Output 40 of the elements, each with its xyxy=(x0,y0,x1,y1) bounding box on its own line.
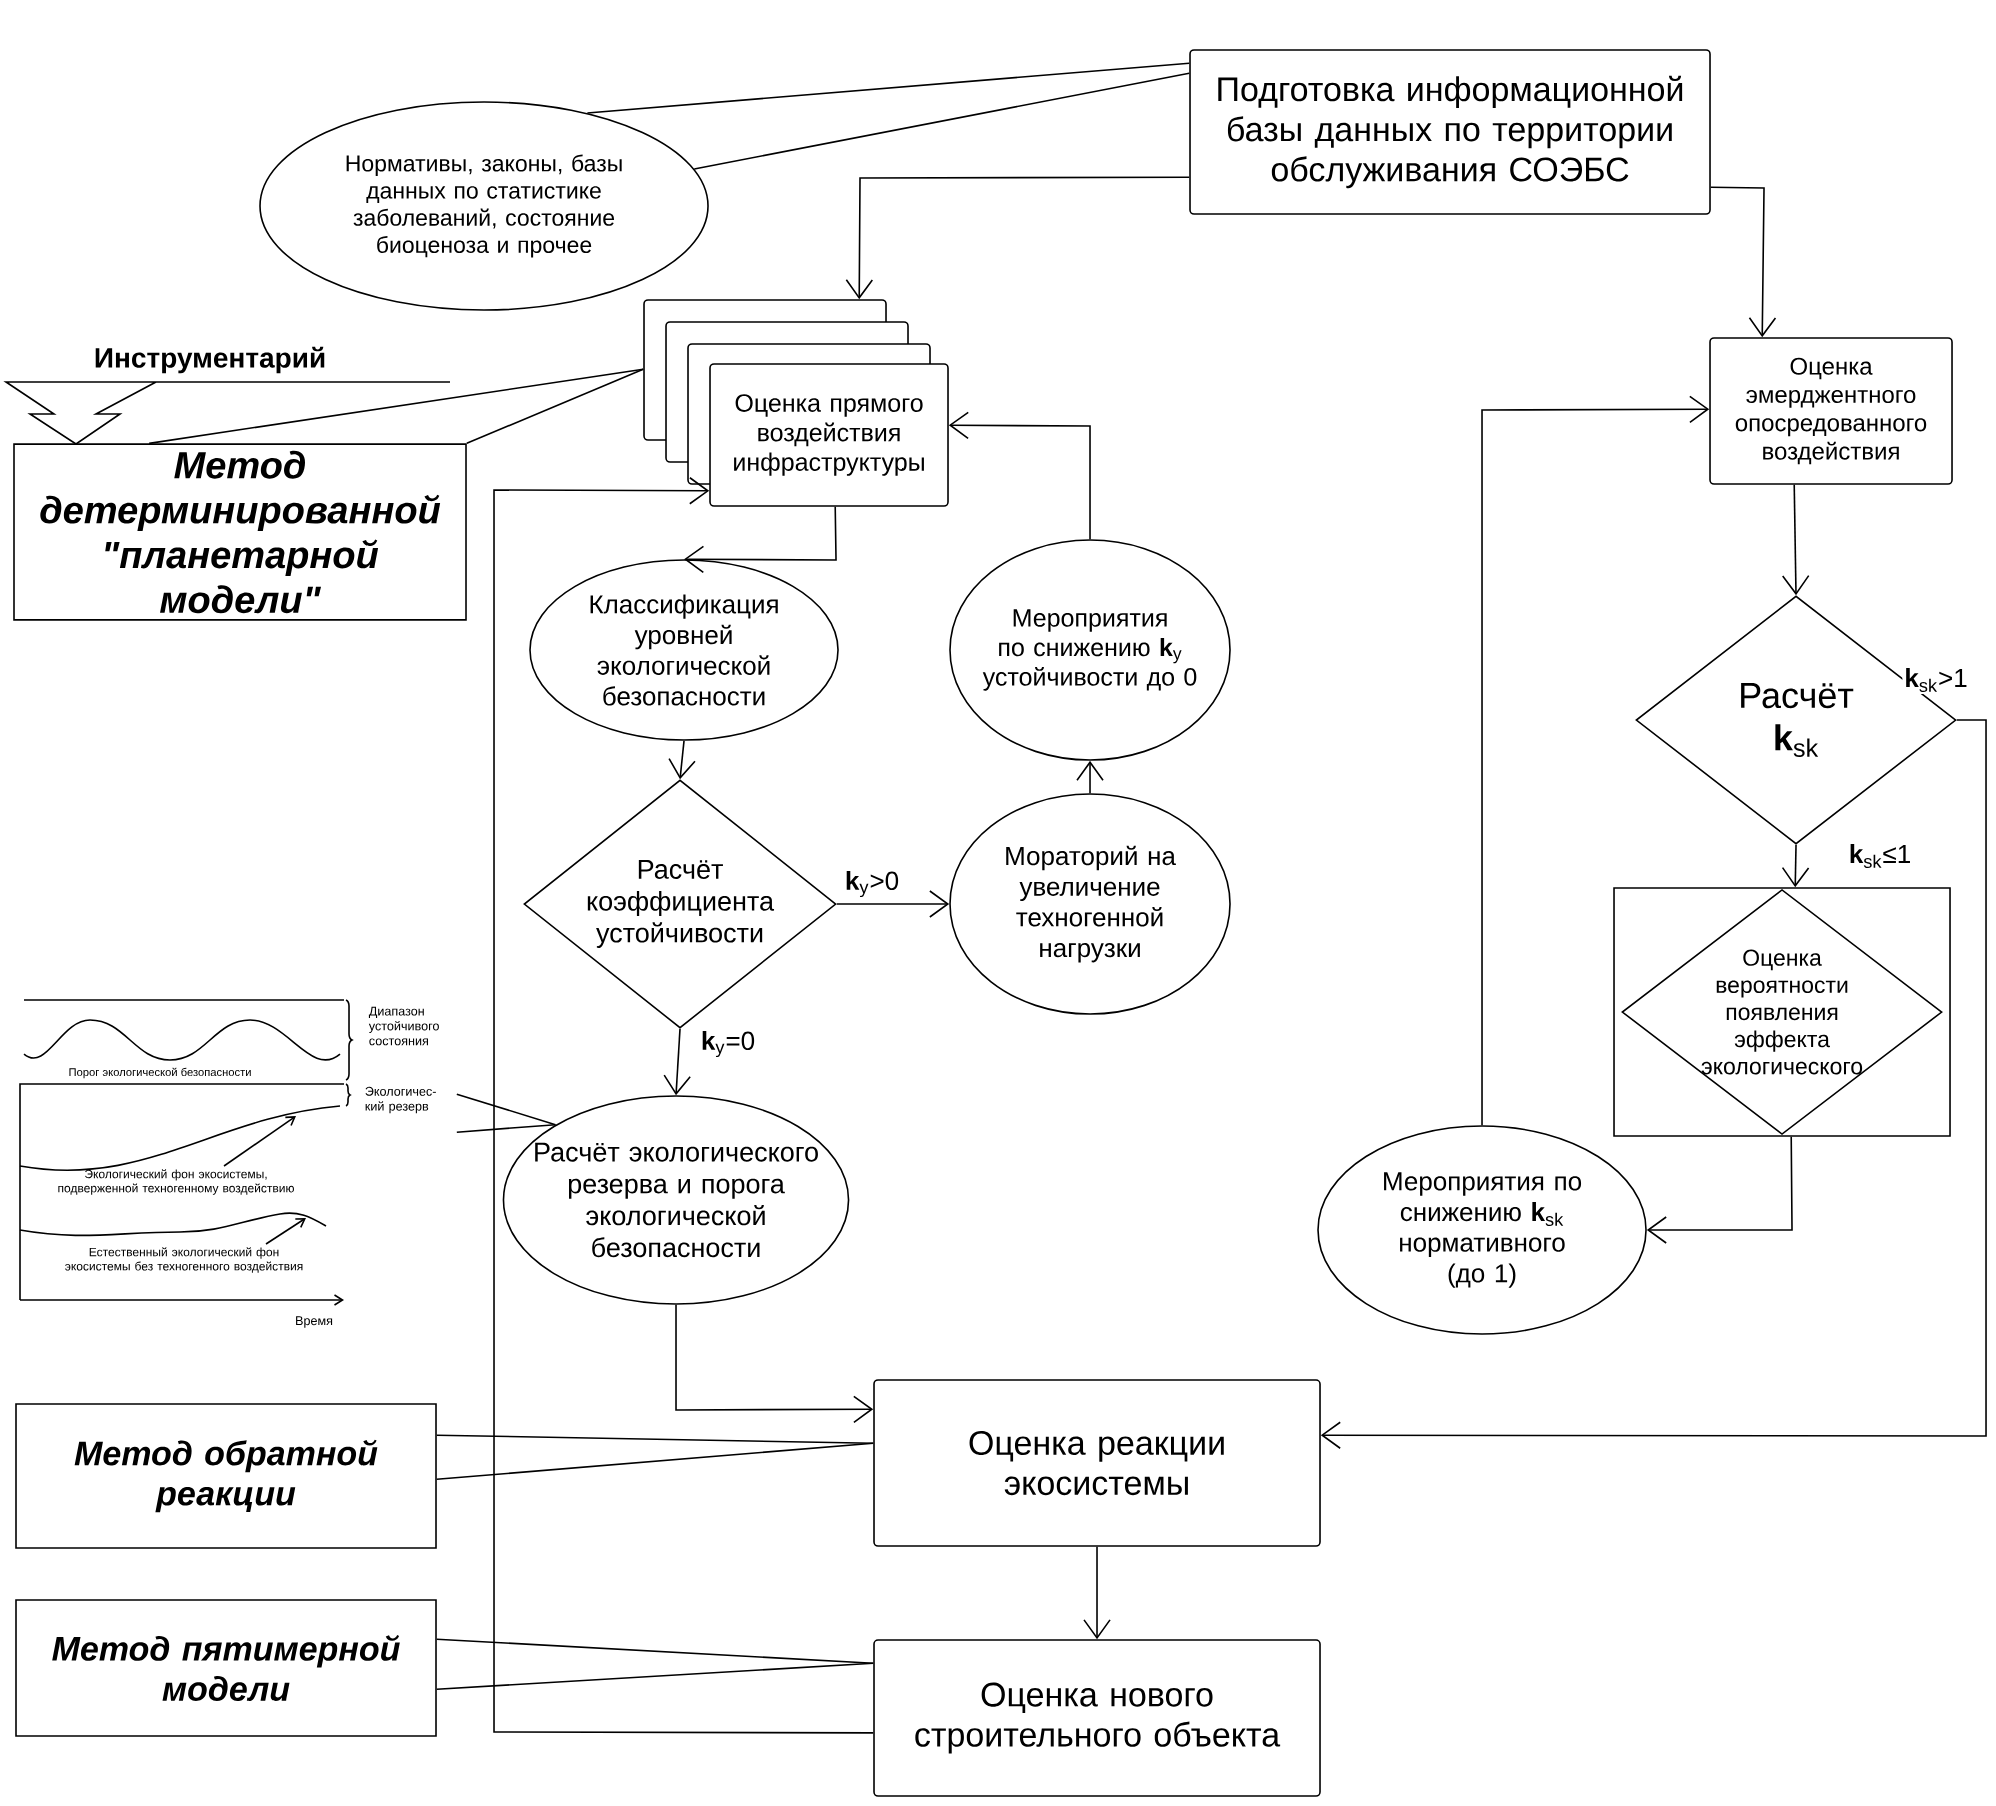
connector-line xyxy=(148,368,644,445)
method-box: Метод обратной реакции xyxy=(15,1403,437,1549)
process-box: Оценка эмерджентного опосредованного воздействия xyxy=(1709,337,1953,485)
process-box: Оценка нового строительного объекта xyxy=(873,1639,1321,1797)
toolkit-heading: Инструментарий xyxy=(95,346,325,374)
connector-line xyxy=(436,1662,874,1691)
stacked-process-box: Оценка прямого воздействия инфраструктуры xyxy=(643,299,949,507)
arrow xyxy=(668,740,696,780)
connector-line xyxy=(693,72,1190,170)
method-box: Метод пятимерной модели xyxy=(15,1599,437,1737)
edge-label: k$_{sk}$>1 xyxy=(1902,666,1970,694)
edge-label: k$_{y}$>0 xyxy=(842,868,902,900)
arrow xyxy=(1781,484,1810,596)
arrow xyxy=(948,411,1091,540)
connector-line xyxy=(436,1638,874,1664)
edge-label: k$_{y}$=0 xyxy=(698,1028,758,1060)
process-box: Подготовка информационной базы данных по территории обслуживания СОЭБС xyxy=(1189,49,1711,215)
connector-line xyxy=(456,1123,557,1133)
arrow xyxy=(675,1304,874,1424)
process-box: Оценка реакции экосистемы xyxy=(873,1379,1321,1547)
arrow xyxy=(1320,719,1987,1450)
arrow xyxy=(845,176,1190,300)
edge-label: k$_{sk}$≤1 xyxy=(1846,842,1914,870)
arrow xyxy=(1083,1546,1111,1640)
arrow xyxy=(1076,760,1104,794)
arrow xyxy=(1646,1136,1793,1244)
method-box: Метод детерминированной "планетарной модели" xyxy=(13,443,467,621)
arrow xyxy=(836,890,950,918)
arrow xyxy=(663,1028,691,1096)
arrow xyxy=(684,506,837,574)
connector-line xyxy=(436,1442,874,1480)
connector-line xyxy=(456,1093,557,1126)
connector-line xyxy=(586,62,1190,114)
arrow xyxy=(1481,395,1710,1126)
node-label: инфраструктуры xyxy=(734,452,924,476)
connector-line xyxy=(436,1434,874,1444)
arrow xyxy=(1781,844,1810,888)
arrow xyxy=(493,476,874,1734)
arrow xyxy=(1710,186,1777,338)
connector-line xyxy=(466,368,644,445)
